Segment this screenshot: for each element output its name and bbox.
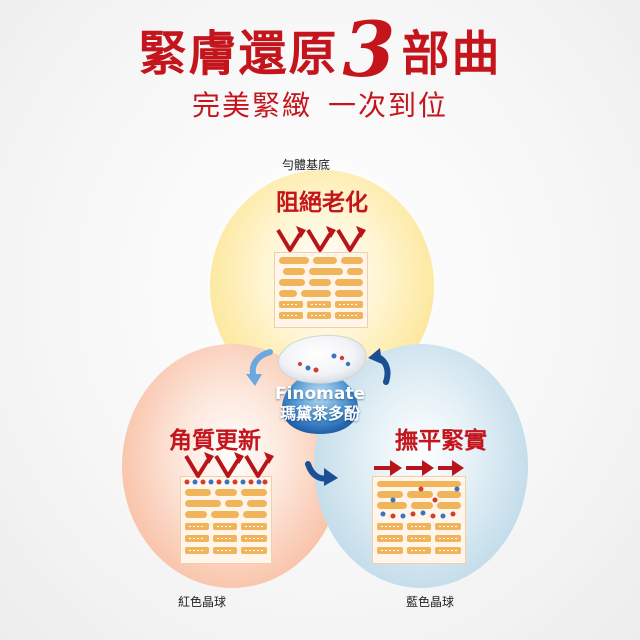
subtitle: 完美緊緻一次到位 xyxy=(0,86,640,126)
title-number: 3 xyxy=(342,5,398,94)
subtitle-part2: 一次到位 xyxy=(328,89,449,122)
brand-chinese: 瑪黛茶多酚 xyxy=(279,404,360,423)
skin-cells-right xyxy=(377,481,461,554)
top-small-label: 勻體基底 xyxy=(282,158,331,172)
skin-layer-top xyxy=(274,252,368,328)
step-left-label: 角質更新 xyxy=(169,428,261,454)
skin-layer-right xyxy=(372,476,466,564)
finomate-droplet-icon xyxy=(278,334,367,434)
step-top-label: 阻絕老化 xyxy=(276,190,368,216)
title-suffix: 部曲 xyxy=(401,26,502,82)
right-small-label: 藍色晶球 xyxy=(406,595,455,609)
curved-arrow-right-icon xyxy=(305,461,338,486)
curved-arrow-up-right-icon xyxy=(368,348,391,385)
brand-english: Finomate xyxy=(274,384,366,404)
brand-label: Finomate 瑪黛茶多酚 xyxy=(250,384,390,424)
curved-arrow-down-left-icon xyxy=(246,349,273,386)
skin-cells-top xyxy=(279,257,363,319)
skin-layer-left xyxy=(180,476,272,564)
title-text: 緊膚還原 xyxy=(138,26,339,82)
top-diagonal-arrows-icon xyxy=(276,226,366,252)
step-right-label: 撫平緊實 xyxy=(395,428,487,454)
page-title: 緊膚還原3部曲 xyxy=(0,12,640,88)
right-horizontal-arrows-icon xyxy=(374,460,464,476)
skin-cells-left xyxy=(184,479,268,554)
subtitle-part1: 完美緊緻 xyxy=(191,89,312,122)
left-diagonal-arrows-icon xyxy=(184,452,274,478)
left-small-label: 紅色晶球 xyxy=(178,595,227,609)
